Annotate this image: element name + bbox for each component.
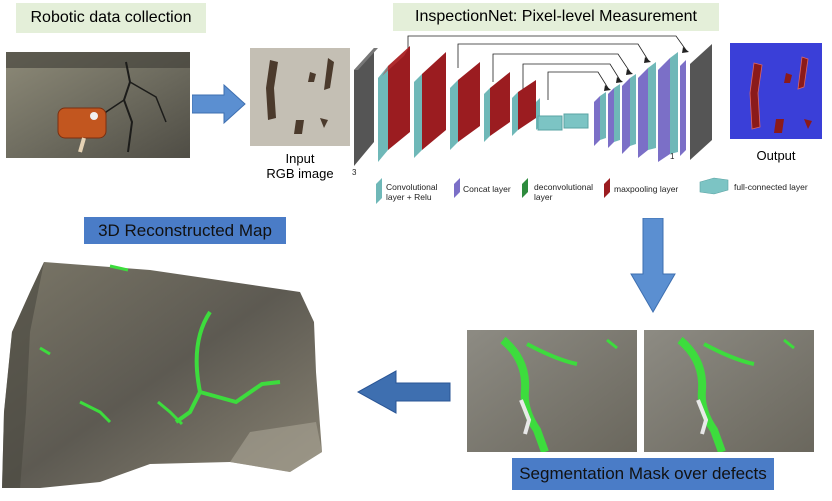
input-channels-label: 3: [352, 168, 357, 177]
input-rgb-image: [250, 48, 350, 146]
legend-deconv-label-1: deconvolutional: [534, 182, 594, 192]
legend-conv-swatch: [376, 178, 382, 204]
arrow-to-input: [192, 83, 246, 125]
legend-swatches: [376, 177, 729, 204]
legend-deconv-swatch: [522, 178, 528, 198]
legend-pool-label: maxpooling layer: [614, 184, 679, 194]
fc-block-2: [563, 113, 589, 129]
output-channels-label: 1: [670, 152, 675, 161]
legend-fc-label: full-connected layer: [734, 182, 808, 192]
robotic-data-collection-title: Robotic data collection: [16, 3, 206, 33]
segmentation-image-right: [644, 330, 814, 452]
reconstructed-3d-map: [2, 262, 322, 488]
legend-concat-label: Concat layer: [463, 184, 511, 194]
inspectionnet-title: InspectionNet: Pixel-level Measurement: [393, 3, 719, 31]
segmentation-mask-title: Segmentation Mask over defects: [512, 458, 774, 490]
output-block: [690, 44, 712, 160]
legend-fc-swatch: [699, 177, 729, 195]
reconstructed-map-title: 3D Reconstructed Map: [84, 217, 286, 244]
legend-pool-swatch: [604, 178, 610, 198]
input-block: [354, 48, 374, 166]
output-caption: Output: [756, 148, 796, 163]
arrow-down: [630, 218, 676, 313]
legend-conv-label-1: Convolutional: [386, 182, 438, 192]
skip-connections: [407, 35, 687, 100]
skip-arrowheads: [604, 47, 689, 91]
robot-photo: [6, 52, 190, 158]
input-caption-line1: Input: [285, 151, 315, 166]
segmentation-image-left: [467, 330, 637, 452]
legend-concat-swatch: [454, 178, 460, 198]
fc-block-1: [537, 115, 563, 131]
legend-deconv-label-2: layer: [534, 192, 553, 202]
input-caption-line2: RGB image: [266, 166, 334, 181]
network-architecture: [354, 35, 712, 166]
arrow-left: [356, 370, 451, 414]
output-image: [730, 43, 822, 139]
legend-conv-label-2: layer + Relu: [386, 192, 432, 202]
